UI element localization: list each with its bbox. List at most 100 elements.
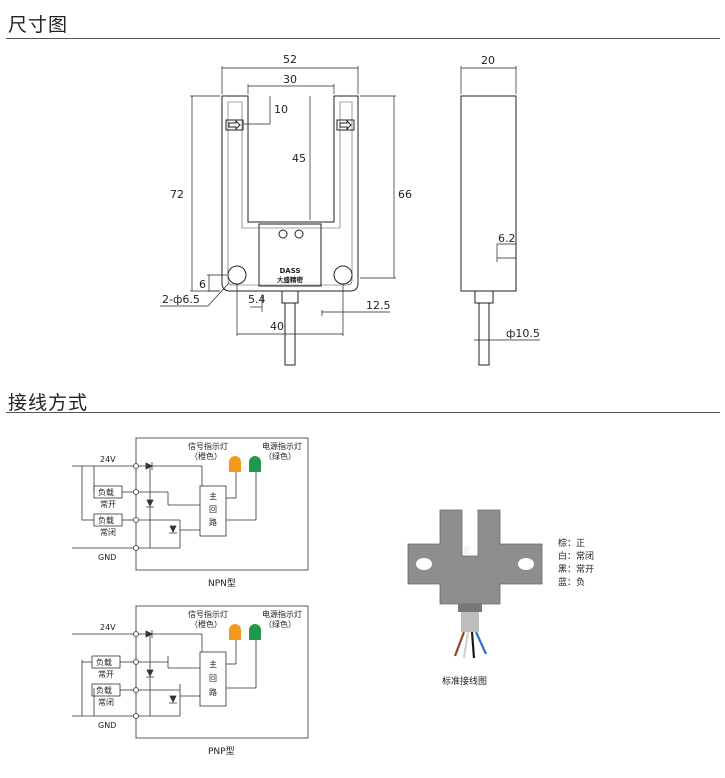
pnp-power-lamp-color: （绿色） [264, 619, 296, 629]
side-cable-gland [474, 290, 494, 304]
pnp-diode2-icon [146, 669, 154, 678]
npn-power-lamp-icon [249, 456, 261, 472]
dim-hole-spacing: 40 [270, 320, 284, 333]
pnp-diode3-icon [169, 695, 177, 704]
front-body-outline [221, 95, 359, 292]
wire-legend-brown: 棕：正 [558, 537, 585, 549]
dim-side-step: 6.2 [498, 232, 516, 245]
dim-cable-offset: 5.4 [248, 293, 266, 306]
receiver-arrow-box [336, 119, 355, 131]
front-inner-outline [227, 101, 353, 286]
photo-caption: 标准接线图 [442, 675, 487, 687]
dim-slot-top-offset: 10 [274, 103, 288, 116]
pnp-signal-lamp-icon [229, 624, 241, 640]
npn-enclosure [135, 437, 309, 571]
wiring-section-rule [6, 412, 720, 413]
side-dimension-lines [460, 66, 540, 341]
dimensions-section-rule [6, 38, 720, 39]
emitter-arrow-icon [228, 119, 241, 131]
sensor-photo-body [407, 509, 543, 605]
sensor-photo-cable [461, 612, 479, 632]
pnp-load-nc-box-label: 负载 [96, 685, 112, 695]
dim-hole-offset: 6 [199, 278, 206, 291]
pnp-load-no-label: 常开 [98, 670, 114, 679]
wire-legend-blue: 蓝：负 [558, 576, 585, 588]
wire-blue-icon [474, 631, 488, 655]
dim-arm-height: 66 [398, 188, 412, 201]
pnp-lamps [229, 624, 261, 640]
npn-load-no-label: 常开 [100, 500, 116, 509]
mount-hole-left [227, 265, 247, 285]
indicator-led-right [294, 229, 304, 239]
sensor-photo-hole-left [416, 558, 432, 570]
side-view [460, 95, 517, 366]
dim-hole-edge: 12.5 [366, 299, 391, 312]
pnp-caption: PNP型 [208, 746, 235, 757]
npn-power-lamp-label: 电源指示灯 [262, 441, 302, 451]
front-label-plate [258, 223, 322, 287]
dim-hole-spec: 2-ф6.5 [162, 293, 200, 306]
npn-power-lamp-color: （绿色） [264, 451, 296, 461]
npn-signal-lamp-color: （橙色） [190, 451, 222, 461]
front-view [221, 95, 359, 366]
wire-brown-icon [453, 631, 466, 657]
wiring-section-title: 接线方式 [8, 392, 89, 414]
dim-cable-dia: ф10.5 [506, 327, 540, 340]
npn-main-char-3: 路 [209, 517, 217, 527]
front-cable-gland [281, 290, 299, 304]
npn-caption: NPN型 [208, 578, 236, 589]
dim-slot-depth: 45 [292, 152, 306, 165]
npn-ground-label: GND [98, 553, 116, 562]
npn-main-char-1: 主 [209, 491, 217, 501]
pnp-diode-icon [145, 630, 153, 638]
pnp-enclosure [135, 605, 309, 739]
npn-lamps [229, 456, 261, 472]
emitter-arrow-box [225, 119, 244, 131]
side-cable [478, 302, 490, 366]
front-dimension-lines [160, 66, 396, 336]
pnp-main-circuit-box [199, 651, 227, 707]
dim-slot-width: 30 [283, 73, 297, 86]
dim-side-depth: 20 [481, 54, 495, 67]
npn-circuit [72, 437, 309, 571]
wire-white-icon [462, 631, 470, 659]
pnp-circuit [72, 605, 309, 739]
npn-main-circuit-box [199, 485, 227, 537]
wire-legend-white: 白：常闭 [558, 550, 594, 562]
pnp-power-lamp-icon [249, 624, 261, 640]
npn-diode2-icon [146, 499, 154, 508]
npn-main-char-2: 回 [209, 505, 217, 514]
npn-signal-lamp-icon [229, 456, 241, 472]
sensor-photo-hole-right [518, 558, 534, 570]
wire-legend-black: 黑：常开 [558, 563, 594, 575]
brand-logo-bottom: 大盛精密 [277, 275, 304, 284]
npn-load-no-box-label: 负载 [98, 487, 114, 497]
dim-front-width: 52 [283, 53, 297, 66]
npn-supply-label: 24V [100, 455, 116, 464]
pnp-signal-lamp-label: 信号指示灯 [188, 609, 228, 619]
npn-diode3-icon [169, 525, 177, 534]
pnp-signal-lamp-color: （橙色） [190, 619, 222, 629]
receiver-arrow-icon [339, 119, 352, 131]
pnp-main-char-3: 路 [209, 687, 217, 697]
npn-load-nc-box-label: 负载 [98, 515, 114, 525]
pnp-main-char-2: 回 [209, 674, 217, 683]
pnp-supply-label: 24V [100, 623, 116, 632]
sensor-photo [407, 509, 543, 659]
sensor-photo-led [464, 546, 470, 554]
npn-diode-icon [145, 462, 153, 470]
npn-terminals [133, 463, 139, 551]
pnp-load-no-box-label: 负载 [96, 657, 112, 667]
side-body [460, 95, 517, 292]
brand-logo-top: DASS [280, 267, 301, 275]
mount-hole-right [333, 265, 353, 285]
sensor-photo-gland [458, 604, 482, 612]
pnp-terminals [133, 631, 139, 719]
pnp-power-lamp-label: 电源指示灯 [262, 609, 302, 619]
pnp-load-nc-label: 常闭 [98, 698, 114, 707]
dimensions-section-title: 尺寸图 [8, 14, 69, 36]
dim-total-height: 72 [170, 188, 184, 201]
pnp-ground-label: GND [98, 721, 116, 730]
pnp-main-char-1: 主 [209, 659, 217, 669]
